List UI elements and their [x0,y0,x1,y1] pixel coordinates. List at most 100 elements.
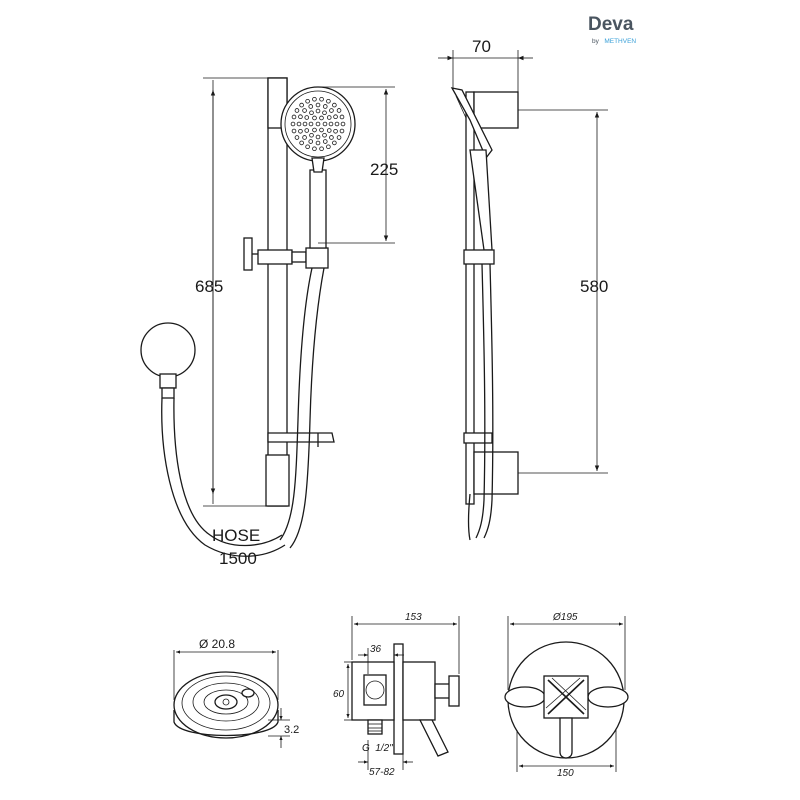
nozzle [308,121,314,127]
side-top-bracket [473,91,519,129]
nozzle [299,102,304,108]
dim-plate-diameter: Ø195 [552,612,578,623]
nozzle [319,115,324,121]
nozzle [299,140,304,146]
handset-handle [309,169,327,249]
nozzle [308,104,314,109]
bottom-bracket [265,454,290,507]
dim-valve-inset: 36 [370,644,382,655]
dim-head-height: 225 [370,160,398,179]
nozzle [305,144,310,150]
nozzle [326,115,332,120]
valve-thread: G [362,743,370,754]
nozzle [319,127,324,133]
dim-outlet-diameter: Ø 20.8 [199,637,235,651]
nozzle [333,114,338,120]
dim-valve-width: 153 [405,612,422,623]
valve-side-view: 153 36 60 G 1/2" 57-82 [333,612,460,778]
valve-thread-label: G 1/2" [362,738,393,755]
nozzle [340,121,346,127]
nozzle [312,146,317,152]
side-rail [465,91,475,505]
nozzle [329,135,334,140]
hose-length: 1500 [219,549,257,568]
nozzle [332,140,337,146]
nozzle [315,121,321,127]
nozzle [304,128,310,133]
side-bottom-bracket [473,451,519,495]
brand-name: Deva [588,14,634,35]
nozzle [329,108,334,113]
nozzle [328,121,334,127]
nozzle [334,121,340,127]
side-view: 70 580 [438,37,608,541]
nozzle [309,132,314,138]
nozzle [336,135,342,140]
nozzle [305,98,310,104]
nozzle [315,140,321,146]
valve-thread-size: 1/2" [375,743,393,754]
nozzle [291,114,297,120]
nozzle [312,127,317,133]
handset-head [280,86,356,162]
nozzle [294,135,300,140]
brand-sub-name: METHVEN [604,38,636,45]
nozzle [315,134,321,140]
nozzle [322,132,327,138]
nozzle [312,96,317,102]
dim-rail-height: 685 [195,277,223,296]
nozzle [322,110,327,116]
hose-connector-ball [140,322,196,378]
nozzle [296,121,302,127]
dim-side-depth: 70 [472,37,491,56]
side-soap-dish [463,432,493,444]
nozzle [319,146,324,152]
valve-shroud [402,661,436,721]
nozzle [298,128,303,134]
nozzle [302,135,307,140]
nozzle [302,108,307,113]
dim-bracket-spacing: 580 [580,277,608,296]
soap-dish [267,432,335,443]
valve-front-view: Ø195 150 [504,612,629,779]
nozzle [304,115,310,120]
dim-plate-width: 150 [557,768,574,779]
outlet-elbow-view: Ø 20.8 3.2 [173,637,299,748]
front-view: 685 225 HOSE 1500 [140,77,398,568]
nozzle [332,102,337,108]
handset-holder [305,247,329,269]
valve-wall-plate [393,643,404,755]
nozzle [326,144,331,150]
nozzle [302,121,308,127]
nozzle [315,102,321,108]
nozzle [326,98,331,104]
valve-lever [418,719,449,757]
nozzle [326,128,332,133]
nozzle [294,108,300,113]
nozzle [339,128,345,134]
nozzle [291,128,297,134]
dim-outlet-depth: 3.2 [284,724,299,736]
nozzle [308,139,314,144]
nozzle [336,108,342,113]
brand-sub-prefix: by [592,38,600,45]
dim-valve-height: 60 [333,689,345,700]
brand-logo: Deva by METHVEN [588,14,636,47]
nozzle [322,104,328,109]
nozzle [315,108,321,114]
nozzle [309,110,314,116]
dim-valve-depth-range: 57-82 [369,767,395,778]
hose-loop-outer [161,397,286,557]
brand-subline: by METHVEN [592,30,636,47]
slider-bracket [257,249,293,265]
nozzle [319,96,324,102]
valve-front-lever [559,717,573,759]
nozzle [312,115,317,121]
slider-knob [243,237,253,271]
side-slider [463,249,495,265]
nozzle [322,139,328,144]
nozzle [290,121,296,127]
outlet-nozzle [214,694,238,710]
nozzle [333,128,338,134]
